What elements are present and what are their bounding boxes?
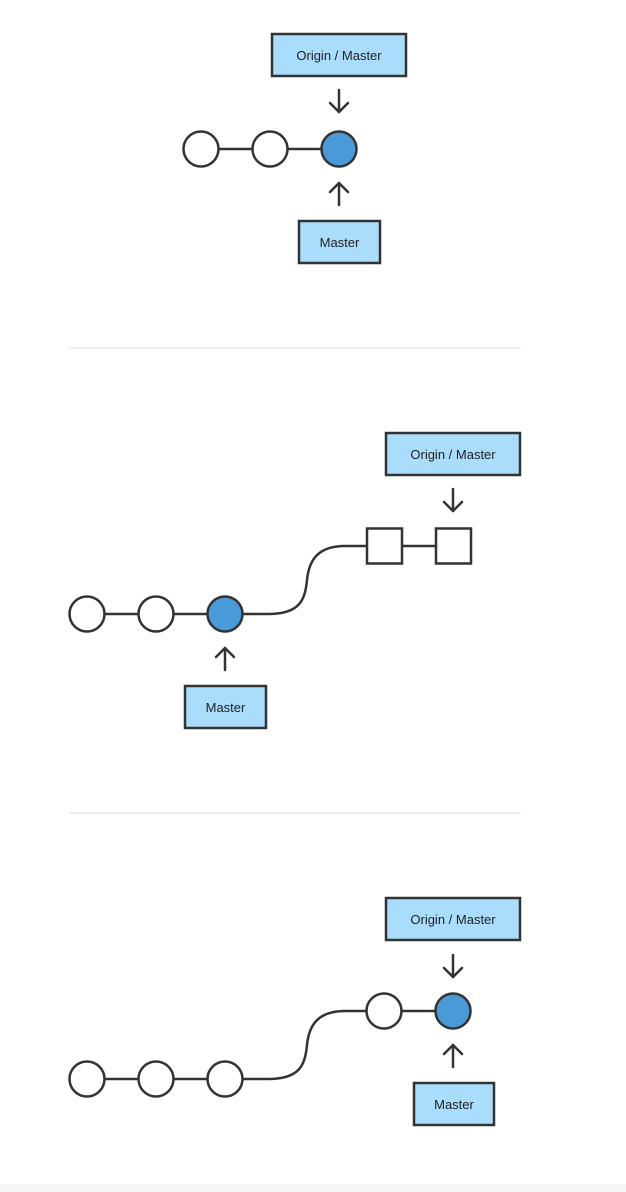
master-label-text: Master — [434, 1097, 474, 1112]
master-label: Master — [297, 219, 382, 265]
merged-commit-node — [365, 992, 403, 1030]
commit-node-head — [320, 130, 358, 168]
branch-curve — [243, 1009, 367, 1081]
commit-node — [251, 130, 289, 168]
master-label-text: Master — [320, 235, 360, 250]
commit-line — [104, 544, 436, 616]
origin-master-label-box — [270, 32, 408, 78]
commit-node-head — [206, 595, 244, 633]
master-label-box — [297, 219, 382, 265]
commit-node — [182, 130, 220, 168]
commit-node — [137, 1060, 175, 1098]
diagram-state-1: Origin / Master Master — [182, 32, 408, 265]
commit-node — [68, 595, 106, 633]
commit-node — [68, 1060, 106, 1098]
remote-commit-node — [434, 527, 473, 565]
down-arrow-icon — [442, 953, 464, 979]
up-arrow-icon — [328, 181, 350, 207]
bottom-strip — [0, 1184, 626, 1192]
master-label-text: Master — [206, 700, 246, 715]
up-arrow-icon — [442, 1043, 464, 1069]
origin-master-label: Origin / Master — [384, 431, 522, 477]
commit-node — [206, 1060, 244, 1098]
up-arrow-icon — [214, 646, 236, 672]
commit-line — [104, 1009, 436, 1081]
origin-master-label-text: Origin / Master — [410, 447, 496, 462]
commit-node — [137, 595, 175, 633]
origin-master-label: Origin / Master — [270, 32, 408, 78]
master-label-box — [412, 1081, 496, 1127]
commit-node-head — [434, 992, 472, 1030]
remote-commit-node — [365, 527, 404, 565]
origin-master-label-text: Origin / Master — [296, 48, 382, 63]
origin-master-label-box — [384, 896, 522, 942]
diagram-state-2: Origin / Master Master — [68, 431, 522, 730]
branch-curve — [243, 544, 367, 616]
origin-master-label-text: Origin / Master — [410, 912, 496, 927]
down-arrow-icon — [328, 88, 350, 114]
diagram-state-3: Origin / Master Master — [68, 896, 522, 1127]
origin-master-label: Origin / Master — [384, 896, 522, 942]
master-label: Master — [183, 684, 268, 730]
origin-master-label-box — [384, 431, 522, 477]
master-label: Master — [412, 1081, 496, 1127]
down-arrow-icon — [442, 487, 464, 513]
master-label-box — [183, 684, 268, 730]
